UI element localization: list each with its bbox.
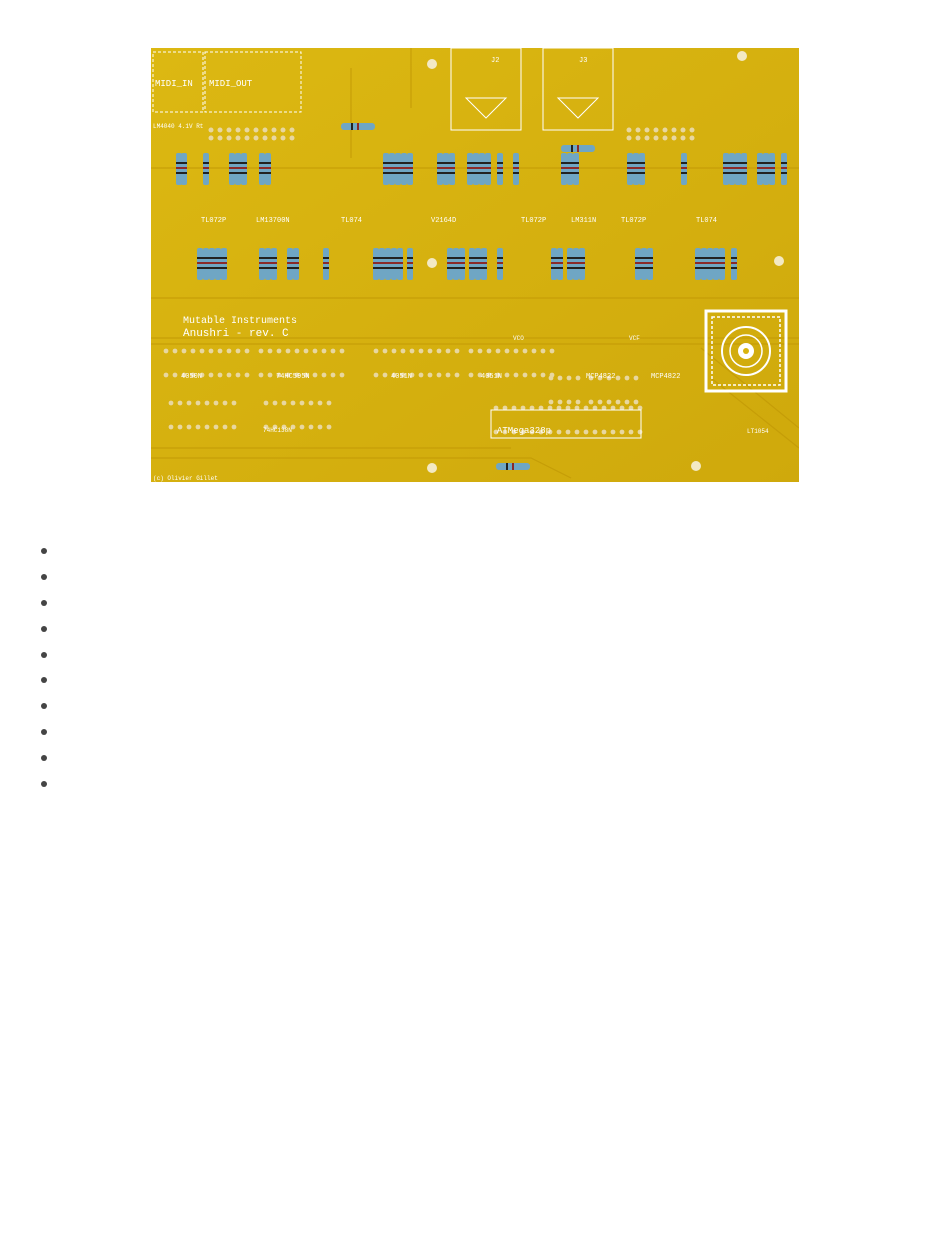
bullet-dot [41,626,47,632]
list-item [0,771,900,797]
chip-label: TL072P [521,217,546,225]
chip-label: LM13700N [256,217,290,225]
list-item [0,642,900,668]
bullet-list [0,538,900,797]
bullet-dot [41,755,47,761]
chip-label: LM311N [571,217,596,225]
chip-label: 4051N [481,373,502,381]
chip-label: V2164D [431,217,456,225]
list-item [0,745,900,771]
chip-label: TL072P [621,217,646,225]
chip-label: 74HC595N [276,373,310,381]
bullet-dot [41,703,47,709]
chip-label: TL072P [201,217,226,225]
pcb-illustration: MIDI_IN MIDI_OUT LM4040 4.1V Rt J2 J3 TL… [151,48,799,482]
bullet-dot [41,574,47,580]
brand-label: Mutable Instruments [183,315,297,327]
midi-in-label: MIDI_IN [155,79,193,89]
hc138-label: 74HC138N [263,427,292,434]
list-item [0,564,900,590]
credit-label: (c) Olivier Gillet [153,475,218,482]
bullet-dot [41,548,47,554]
vcf-label: VCF [629,335,640,342]
list-item [0,667,900,693]
vco-label: VCO [513,335,524,342]
j3-label: J3 [579,57,587,65]
bullet-dot [41,652,47,658]
pcb-photo: MIDI_IN MIDI_OUT LM4040 4.1V Rt J2 J3 TL… [151,48,799,482]
list-item [0,590,900,616]
list-item [0,616,900,642]
chip-label: 4051N [391,373,412,381]
list-item [0,719,900,745]
chip-label: TL074 [341,217,362,225]
midi-out-label: MIDI_OUT [209,79,253,89]
chip-label: MCP4822 [651,373,680,381]
list-item [0,538,900,564]
model-label: Anushri - rev. C [183,328,289,340]
chip-label: MCP4822 [586,373,615,381]
atmega-label: ATMega328p [497,426,551,436]
power-label: LM4040 4.1V Rt [153,123,203,130]
bullet-dot [41,677,47,683]
bullet-dot [41,781,47,787]
chip-label: TL074 [696,217,717,225]
chip-label: 4050N [181,373,202,381]
j2-label: J2 [491,57,499,65]
lt1054-label: LT1054 [747,428,769,435]
list-item [0,693,900,719]
bullet-dot [41,729,47,735]
bullet-dot [41,600,47,606]
